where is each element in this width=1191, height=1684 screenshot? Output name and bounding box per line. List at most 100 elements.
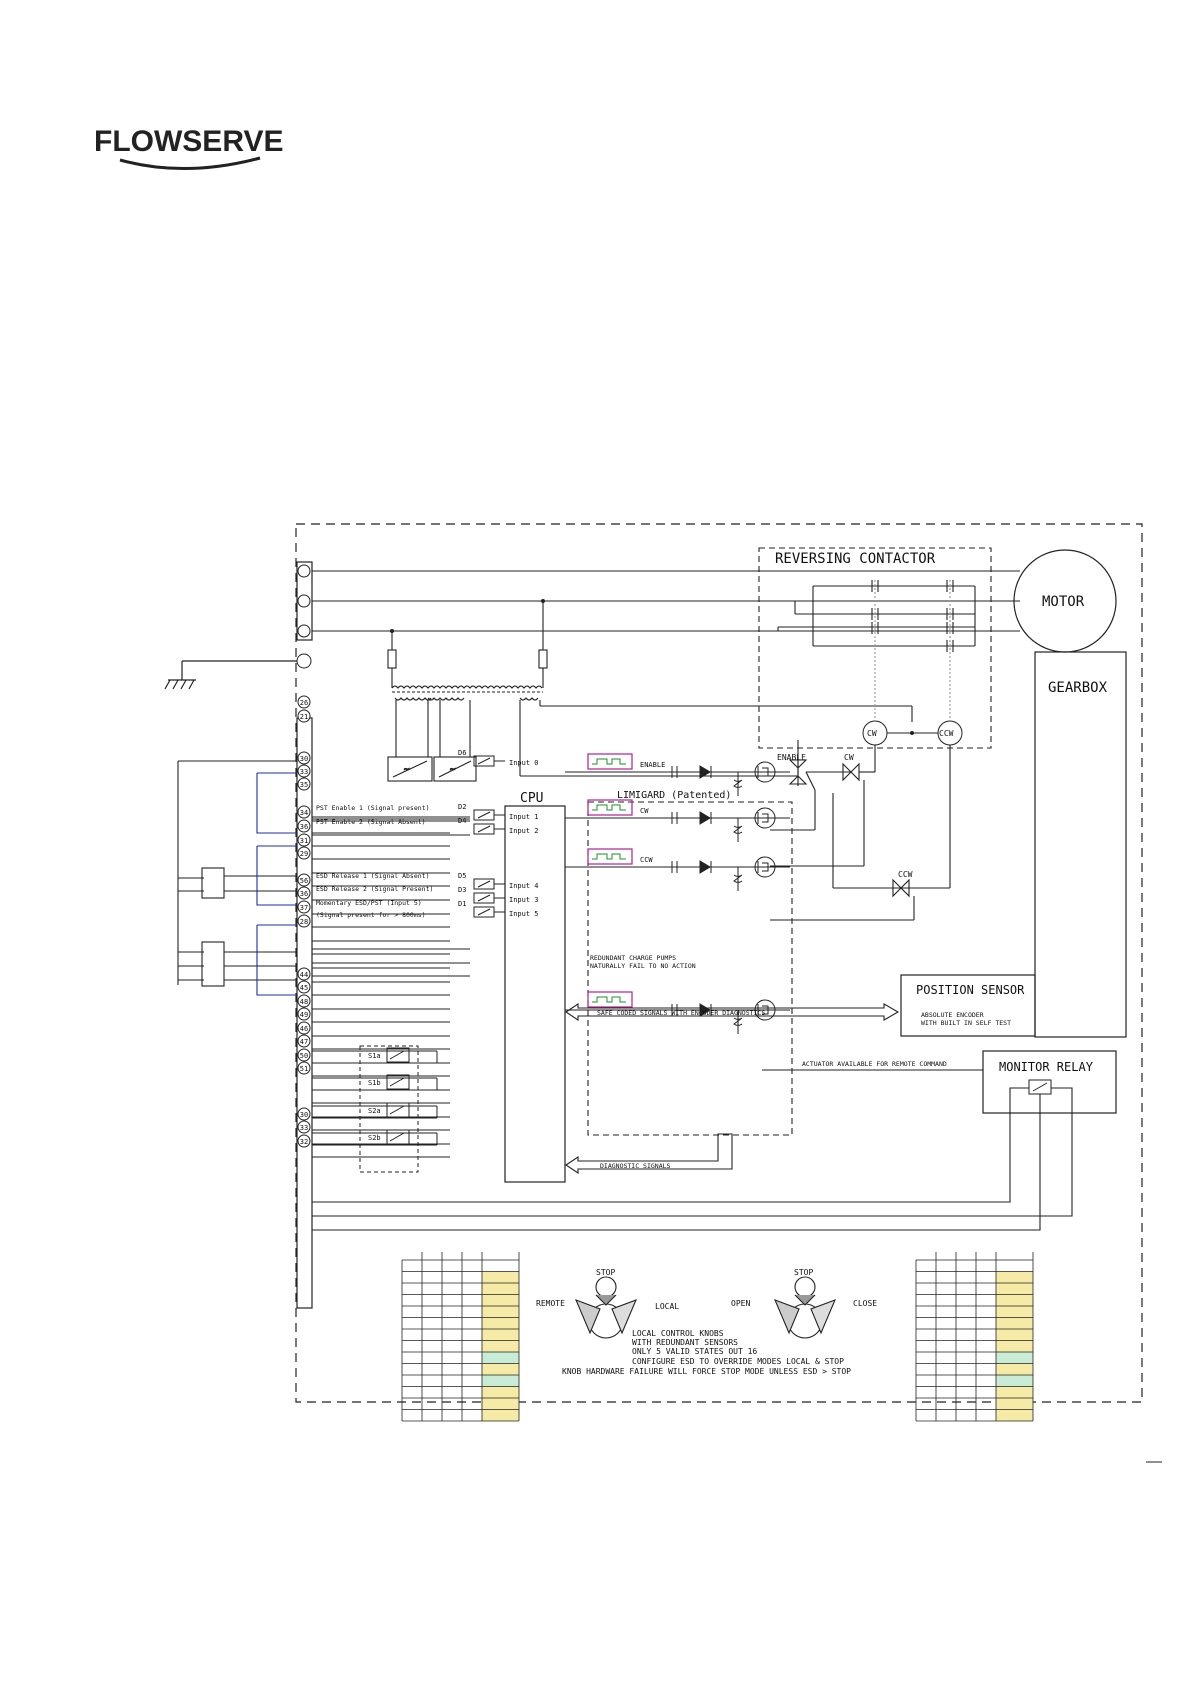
terminal-number: 32 bbox=[300, 1138, 308, 1146]
logo-swoosh bbox=[119, 156, 261, 170]
input-wiring bbox=[177, 760, 470, 1158]
limigard-channel bbox=[565, 753, 790, 796]
diagnostic-signals-text: DIAGNOSTIC SIGNALS bbox=[600, 1162, 671, 1170]
terminal-number: 30 bbox=[300, 755, 308, 763]
switch-S1a bbox=[312, 1047, 438, 1064]
terminal-number: 28 bbox=[300, 918, 308, 926]
ccw-coil-label: CCW bbox=[939, 729, 954, 738]
terminal-number: 30 bbox=[300, 1111, 308, 1119]
limigard-channel-label: CCW bbox=[640, 856, 653, 864]
redundant-pumps-text-2: NATURALLY FAIL TO NO ACTION bbox=[590, 962, 696, 970]
optocoupler-label: D3 bbox=[458, 886, 466, 894]
terminal-list: 2621303335343631295636372844454849464750… bbox=[297, 695, 311, 1148]
terminal-36 bbox=[297, 819, 311, 833]
terminal-33 bbox=[297, 764, 311, 778]
cpu-input-label: Input 3 bbox=[509, 896, 539, 904]
limigard-block: LIMIGARD (Patented) bbox=[587, 790, 793, 1136]
terminal-number: 29 bbox=[300, 850, 308, 858]
optocoupler-label: D4 bbox=[458, 817, 466, 825]
terminal-number: 33 bbox=[300, 1124, 308, 1132]
cpu-label: CPU bbox=[520, 791, 543, 806]
terminal-45 bbox=[297, 980, 311, 994]
cpu-input-label: Input 0 bbox=[509, 759, 539, 767]
terminal-30 bbox=[297, 1107, 311, 1121]
terminal-51 bbox=[297, 1061, 311, 1075]
terminal-number: 35 bbox=[300, 781, 308, 789]
signal-label: ESD Release 2 (Signal Present) bbox=[316, 885, 433, 893]
position-sensor: POSITION SENSOR ABSOLUTE ENCODER WITH BU… bbox=[900, 974, 1036, 1037]
terminal-number: 50 bbox=[300, 1052, 308, 1060]
terminal-29 bbox=[297, 846, 311, 860]
switch-S1b bbox=[312, 1074, 438, 1091]
ccw-triac-label: CCW bbox=[898, 870, 913, 879]
terminal-49 bbox=[297, 1007, 311, 1021]
cpu-block: CPU bbox=[504, 791, 566, 1183]
earth-ground-icon bbox=[164, 660, 297, 690]
gearbox: GEARBOX bbox=[1034, 651, 1127, 1038]
power-terminal-strip bbox=[296, 561, 313, 669]
actuator-available-text: ACTUATOR AVAILABLE FOR REMOTE COMMAND bbox=[802, 1060, 947, 1068]
cw-triac-label: CW bbox=[844, 753, 854, 762]
cpu-input-label: Input 5 bbox=[509, 910, 539, 918]
position-sensor-sub2: WITH BUILT IN SELF TEST bbox=[921, 1019, 1011, 1027]
terminal-number: 21 bbox=[300, 713, 308, 721]
terminal-number: 36 bbox=[300, 823, 308, 831]
switch-label: S1a bbox=[368, 1052, 381, 1060]
terminal-number: 48 bbox=[300, 998, 308, 1006]
reversing-contactor: REVERSING CONTACTOR CW CCW bbox=[758, 547, 992, 749]
power-lines: ~ ~ bbox=[312, 570, 1020, 782]
monitor-relay-label: MONITOR RELAY bbox=[999, 1060, 1094, 1074]
knob-note-1: LOCAL CONTROL KNOBS bbox=[632, 1329, 724, 1338]
terminal-number: 33 bbox=[300, 768, 308, 776]
limigard-channel-label: ENABLE bbox=[640, 761, 665, 769]
remote-label: REMOTE bbox=[536, 1299, 565, 1308]
cw-coil-label: CW bbox=[867, 729, 877, 738]
optocoupler-label: D2 bbox=[458, 803, 466, 811]
redundant-pumps-text-1: REDUNDANT CHARGE PUMPS bbox=[590, 954, 676, 962]
enable-triac-label: ENABLE bbox=[777, 753, 806, 762]
signal-label: PST Enable 1 (Signal present) bbox=[316, 804, 430, 812]
terminal-number: 44 bbox=[300, 971, 308, 979]
terminal-number: 45 bbox=[300, 984, 308, 992]
terminal-number: 34 bbox=[300, 809, 308, 817]
cpu-input-label: Input 4 bbox=[509, 882, 539, 890]
optocoupler-label: D6 bbox=[458, 749, 466, 757]
terminal-number: 56 bbox=[300, 877, 308, 885]
limigard-label: LIMIGARD (Patented) bbox=[617, 790, 731, 801]
switch-label: S1b bbox=[368, 1079, 381, 1087]
stop-label-left: STOP bbox=[596, 1268, 615, 1277]
terminal-number: 46 bbox=[300, 1025, 308, 1033]
terminal-32 bbox=[297, 1134, 311, 1148]
signal-label: PST Enable 2 (Signal Absent) bbox=[316, 818, 426, 826]
terminal-21 bbox=[297, 709, 311, 723]
knob-note-2: WITH REDUNDANT SENSORS bbox=[632, 1338, 738, 1347]
terminal-26 bbox=[297, 695, 311, 709]
terminal-number: 26 bbox=[300, 699, 308, 707]
terminal-number: 31 bbox=[300, 837, 308, 845]
terminal-28 bbox=[297, 914, 311, 928]
terminal-number: 47 bbox=[300, 1038, 308, 1046]
limigard-channel bbox=[565, 799, 790, 842]
flowserve-logo: FLOWSERVE bbox=[94, 125, 283, 170]
triac-switches bbox=[770, 745, 951, 921]
knob-remote-local bbox=[574, 1276, 638, 1339]
diagnostic-signals-arrow bbox=[565, 1133, 733, 1175]
limigard-channel bbox=[565, 991, 790, 1034]
open-label: OPEN bbox=[731, 1299, 750, 1308]
optocoupler-label: D5 bbox=[458, 872, 466, 880]
knob-note-5: KNOB HARDWARE FAILURE WILL FORCE STOP MO… bbox=[562, 1367, 851, 1376]
truth-table-right bbox=[915, 1252, 1034, 1422]
signal-label: ESD Release 1 (Signal Absent) bbox=[316, 872, 430, 880]
knob-note-3: ONLY 5 VALID STATES OUT 16 bbox=[632, 1347, 757, 1356]
terminal-36 bbox=[297, 886, 311, 900]
motor: MOTOR bbox=[1013, 549, 1117, 653]
terminal-48 bbox=[297, 994, 311, 1008]
terminal-46 bbox=[297, 1021, 311, 1035]
optocoupler-label: D1 bbox=[458, 900, 466, 908]
stop-label-right: STOP bbox=[794, 1268, 813, 1277]
switch-label: S2a bbox=[368, 1107, 381, 1115]
